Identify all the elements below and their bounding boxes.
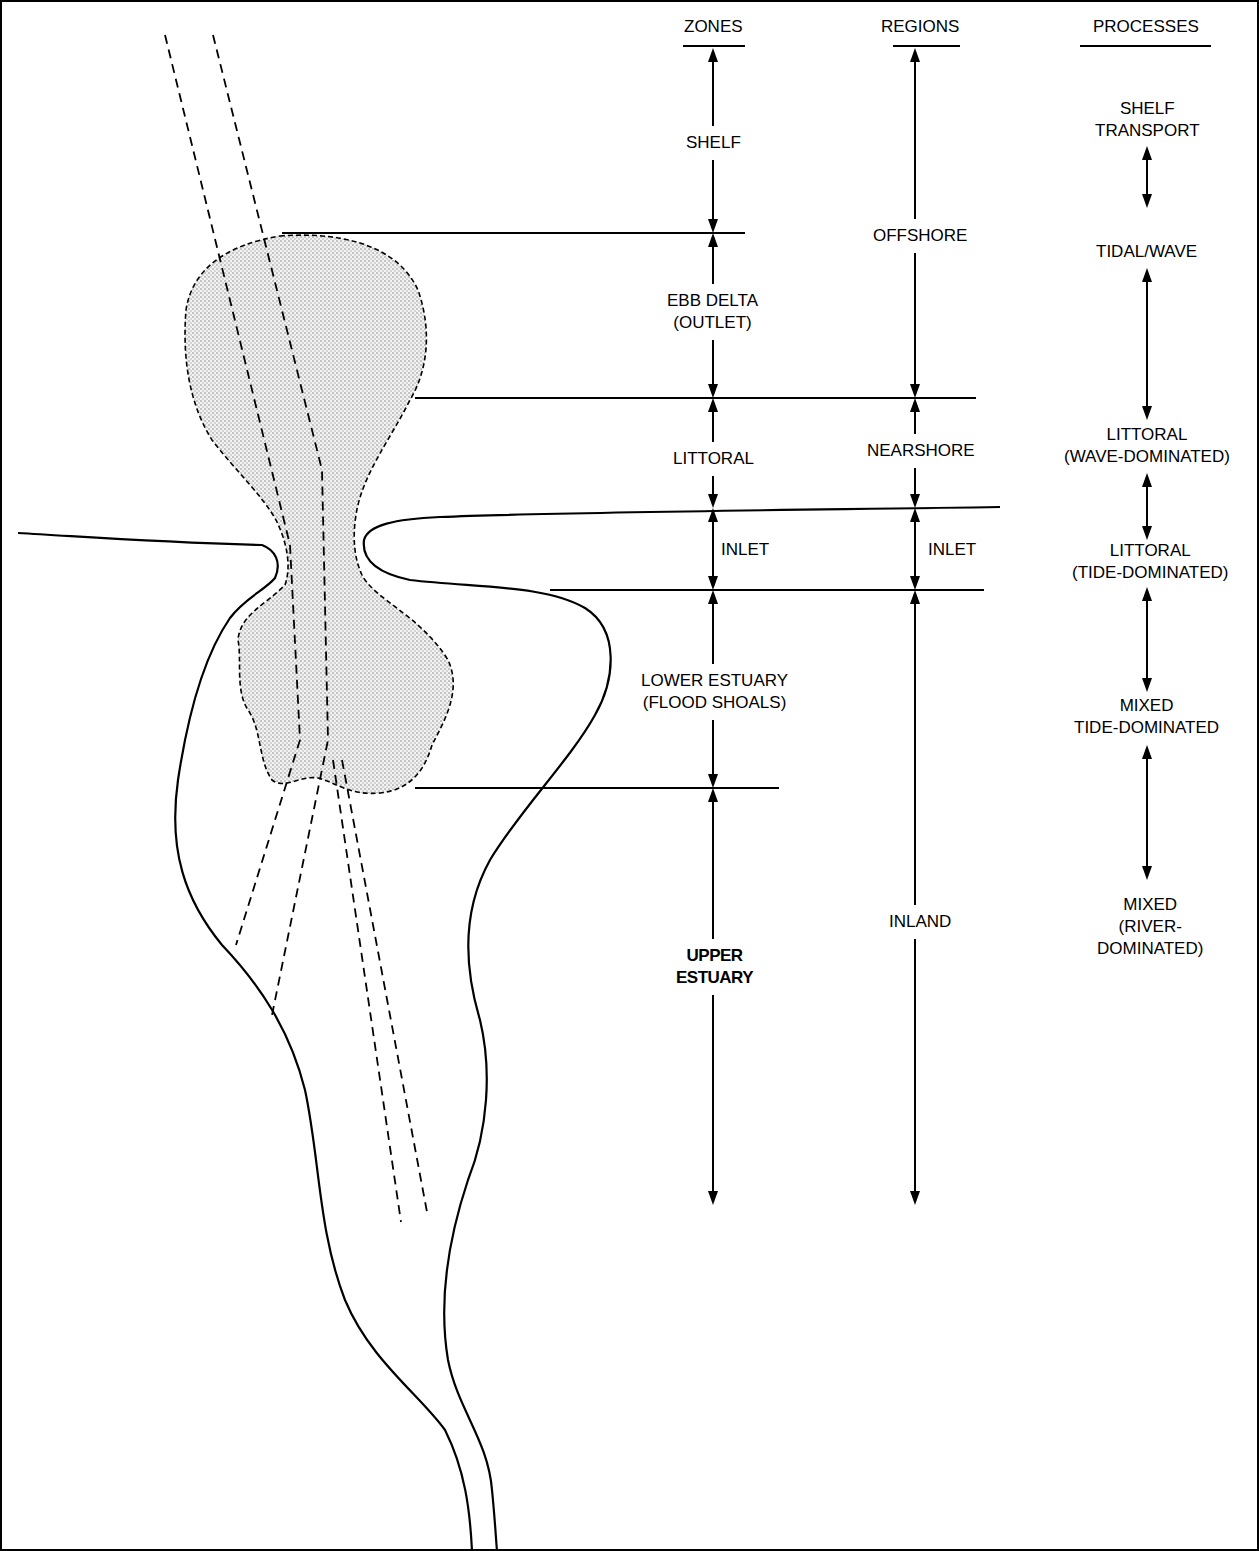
zone-label: LOWER ESTUARY (FLOOD SHOALS) [641, 670, 788, 714]
zone-label: NEARSHORE [867, 440, 975, 462]
arrow-head [910, 494, 920, 508]
arrow-shaft [1146, 159, 1148, 195]
arrow-head [708, 788, 718, 802]
arrow-head [910, 1191, 920, 1205]
arrow-head [1142, 406, 1152, 420]
channel-lines [165, 35, 427, 1222]
arrow-head [1142, 194, 1152, 208]
arrow-head [708, 590, 718, 604]
arrow-head [910, 576, 920, 590]
arrow-head [708, 398, 718, 412]
zone-label: UPPER ESTUARY [676, 945, 753, 989]
arrow-head [910, 48, 920, 62]
arrow-shaft [914, 468, 916, 495]
zone-label: EBB DELTA (OUTLET) [667, 290, 758, 334]
arrow-shaft [1146, 281, 1148, 407]
arrow-shaft [712, 521, 714, 577]
arrow-head [910, 590, 920, 604]
arrow-shaft [1146, 600, 1148, 679]
coastline [18, 507, 1000, 1551]
arrow-head [708, 1191, 718, 1205]
arrow-shaft [1146, 486, 1148, 527]
arrow-head [1142, 587, 1152, 601]
column-header: ZONES [684, 16, 743, 38]
zone-label: INLET [721, 539, 769, 561]
zone-label: SHELF [686, 132, 741, 154]
arrow-shaft [712, 603, 714, 664]
arrow-head [1142, 473, 1152, 487]
arrow-head [910, 384, 920, 398]
arrow-shaft [914, 939, 916, 1192]
arrow-shaft [914, 411, 916, 434]
arrow-head [1142, 678, 1152, 692]
arrow-shaft [712, 995, 714, 1192]
arrow-shaft [712, 246, 714, 284]
arrow-head [708, 48, 718, 62]
arrow-head [708, 576, 718, 590]
scale-arrows [708, 48, 1152, 1205]
zone-label: TIDAL/WAVE [1096, 241, 1197, 263]
header-underline [683, 45, 1211, 47]
zone-label: OFFSHORE [873, 225, 967, 247]
arrow-shaft [914, 61, 916, 219]
arrow-shaft [712, 61, 714, 126]
zone-label: LITTORAL (WAVE-DOMINATED) [1064, 424, 1230, 468]
arrow-shaft [914, 253, 916, 385]
arrow-shaft [712, 160, 714, 220]
arrow-head [708, 774, 718, 788]
arrow-head [910, 398, 920, 412]
arrow-shaft [712, 340, 714, 385]
arrow-head [708, 233, 718, 247]
arrow-head [1142, 268, 1152, 282]
arrow-shaft [712, 411, 714, 442]
arrow-shaft [712, 720, 714, 775]
zone-label: LITTORAL (TIDE-DOMINATED) [1072, 540, 1228, 584]
arrow-shaft [914, 521, 916, 577]
divider-lines [282, 233, 984, 788]
arrow-head [708, 384, 718, 398]
arrow-shaft [914, 603, 916, 905]
zone-label: INLET [928, 539, 976, 561]
arrow-head [708, 508, 718, 522]
arrow-head [708, 494, 718, 508]
arrow-shaft [712, 476, 714, 495]
column-header: REGIONS [881, 16, 959, 38]
arrow-head [708, 219, 718, 233]
arrow-head [1142, 146, 1152, 160]
arrow-head [910, 508, 920, 522]
arrow-head [1142, 526, 1152, 540]
zone-label: SHELF TRANSPORT [1095, 98, 1200, 142]
arrow-shaft [712, 801, 714, 939]
arrow-shaft [1146, 758, 1148, 867]
column-header: PROCESSES [1093, 16, 1199, 38]
shoal-area [185, 235, 453, 793]
zone-label: MIXED TIDE-DOMINATED [1074, 695, 1219, 739]
zone-label: LITTORAL [673, 448, 754, 470]
arrow-head [1142, 745, 1152, 759]
arrow-head [1142, 866, 1152, 880]
zone-label: INLAND [889, 911, 951, 933]
zone-label: MIXED (RIVER- DOMINATED) [1097, 894, 1203, 960]
